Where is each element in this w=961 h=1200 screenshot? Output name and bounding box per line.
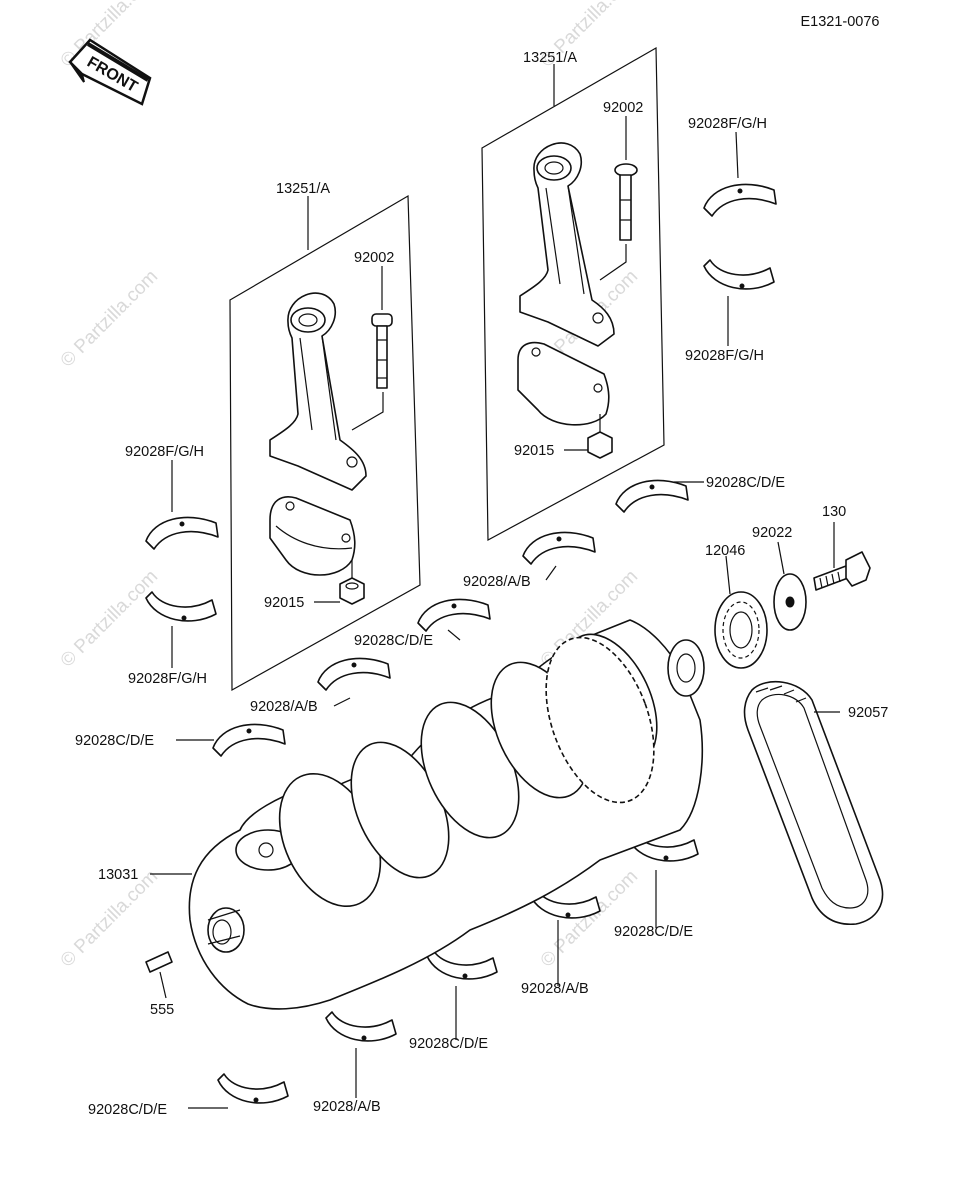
- part-label: 555: [150, 1002, 174, 1018]
- main-bearing-shell: [317, 657, 391, 691]
- part-label: 92028/A/B: [250, 699, 318, 715]
- part-label: 92028F/G/H: [685, 348, 764, 364]
- part-labels: 13251/A 13251/A 92002 92002 92015 92015 …: [75, 50, 888, 1118]
- part-label: 92057: [848, 705, 888, 721]
- main-bearing-shell: [217, 1073, 289, 1104]
- connecting-rod-left-group: [229, 194, 421, 692]
- leader-lines: [150, 64, 840, 1109]
- watermark: © Partzilla.com: [57, 566, 162, 671]
- main-bearing-shell: [325, 1011, 397, 1042]
- part-label: 92028C/D/E: [354, 633, 433, 649]
- bolt-icon: [813, 551, 871, 591]
- part-label: 92002: [354, 250, 394, 266]
- part-label: 92028F/G/H: [125, 444, 204, 460]
- part-label: 92028F/G/H: [688, 116, 767, 132]
- main-bearing-shell: [615, 479, 689, 513]
- washer: [773, 573, 807, 631]
- part-label: 92015: [514, 443, 554, 459]
- main-bearing-shell: [426, 949, 498, 980]
- rod-bearing-shell: [703, 183, 777, 217]
- rod-bearing-shell: [703, 259, 775, 290]
- part-label: 13251/A: [276, 181, 330, 197]
- gear: [714, 591, 768, 669]
- rod-bearing-shell: [145, 591, 217, 622]
- part-label: 92028C/D/E: [75, 733, 154, 749]
- part-label: 12046: [705, 543, 745, 559]
- part-label: 92028/A/B: [313, 1099, 381, 1115]
- diagram-code: E1321-0076: [800, 14, 879, 30]
- part-label: 92022: [752, 525, 792, 541]
- watermark: © Partzilla.com: [57, 266, 162, 371]
- part-label: 130: [822, 504, 846, 520]
- part-label: 92028C/D/E: [706, 475, 785, 491]
- part-label: 92015: [264, 595, 304, 611]
- main-bearing-shell: [522, 531, 596, 565]
- part-label: 13031: [98, 867, 138, 883]
- part-label: 92028/A/B: [463, 574, 531, 590]
- part-label: 92028C/D/E: [614, 924, 693, 940]
- part-label: 92028/A/B: [521, 981, 589, 997]
- connecting-rod-right-group: [481, 46, 665, 541]
- crankshaft: [188, 619, 705, 1010]
- part-label: 13251/A: [523, 50, 577, 66]
- part-label: 92028F/G/H: [128, 671, 207, 687]
- front-arrow-icon: FRONT: [68, 38, 152, 106]
- part-label: 92028C/D/E: [88, 1102, 167, 1118]
- main-bearing-shell: [417, 598, 491, 632]
- part-label: 92028C/D/E: [409, 1036, 488, 1052]
- dowel-pin: [145, 951, 173, 973]
- cam-chain: [743, 681, 884, 925]
- part-label: 92002: [603, 100, 643, 116]
- rod-bearing-shell: [145, 516, 219, 550]
- main-bearing-shell: [212, 723, 286, 757]
